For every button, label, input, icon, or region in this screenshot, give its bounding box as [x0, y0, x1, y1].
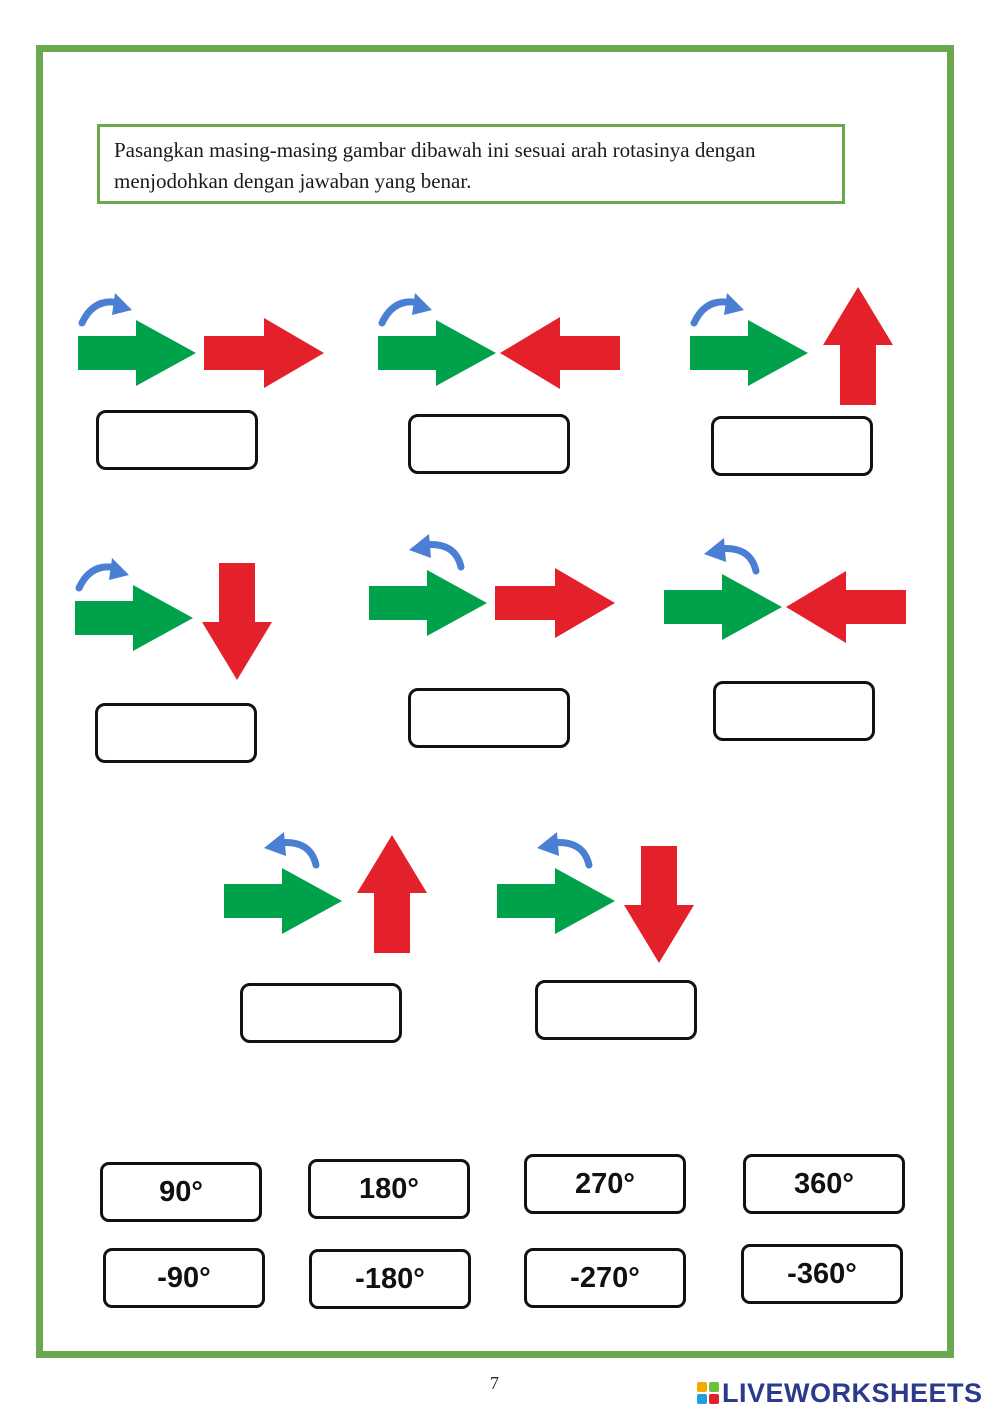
answer-drop-box-1[interactable]	[96, 410, 258, 470]
option-90deg[interactable]: 90°	[100, 1162, 262, 1222]
option-label: -270°	[570, 1261, 640, 1294]
option-180deg[interactable]: 180°	[308, 1159, 470, 1219]
option-270deg[interactable]: 270°	[524, 1154, 686, 1214]
page-frame	[36, 45, 954, 1358]
answer-drop-box-6[interactable]	[713, 681, 875, 741]
option-360deg[interactable]: 360°	[743, 1154, 905, 1214]
instruction-text: Pasangkan masing-masing gambar dibawah i…	[114, 138, 756, 193]
option-minus-270deg[interactable]: -270°	[524, 1248, 686, 1308]
answer-drop-box-7[interactable]	[240, 983, 402, 1043]
liveworksheets-logo: LIVEWORKSHEETS	[697, 1376, 995, 1410]
page-number: 7	[490, 1373, 499, 1393]
option-label: 180°	[359, 1172, 419, 1205]
instruction-box: Pasangkan masing-masing gambar dibawah i…	[97, 124, 845, 204]
logo-text: LIVEWORKSHEETS	[722, 1377, 983, 1408]
answer-drop-box-8[interactable]	[535, 980, 697, 1040]
logo-icon	[697, 1382, 719, 1404]
option-label: -180°	[355, 1262, 425, 1295]
option-label: -360°	[787, 1257, 857, 1290]
option-label: -90°	[157, 1261, 211, 1294]
option-minus-90deg[interactable]: -90°	[103, 1248, 265, 1308]
option-minus-360deg[interactable]: -360°	[741, 1244, 903, 1304]
answer-drop-box-3[interactable]	[711, 416, 873, 476]
option-label: 360°	[794, 1167, 854, 1200]
option-label: 90°	[159, 1175, 203, 1208]
answer-drop-box-4[interactable]	[95, 703, 257, 763]
answer-drop-box-2[interactable]	[408, 414, 570, 474]
option-label: 270°	[575, 1167, 635, 1200]
option-minus-180deg[interactable]: -180°	[309, 1249, 471, 1309]
answer-drop-box-5[interactable]	[408, 688, 570, 748]
